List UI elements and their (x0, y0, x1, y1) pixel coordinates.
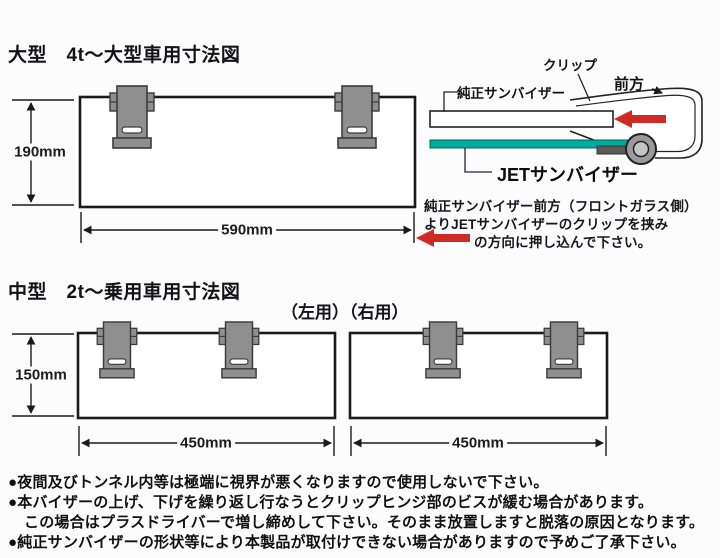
oem-label-leader (443, 91, 458, 112)
clip-side-view-inset (429, 73, 703, 173)
note-line-1: ●夜間及びトンネル内等は極端に視界が悪くなりますので使用しないで下さい。 (8, 474, 549, 491)
inset-step-line-3: の方向に押し込んで下さい。 (474, 235, 652, 250)
large-width-label: 590mm (218, 221, 276, 239)
medium-right-clip-2 (543, 321, 585, 379)
note-line-4: ●純正サンバイザーの形状等により本製品が取付けできない場合がありますので予めご了… (8, 534, 686, 551)
medium-height-label: 150mm (12, 366, 70, 384)
large-visor-clip-left (109, 85, 155, 149)
medium-left-clip-1 (96, 321, 138, 379)
large-visor-clip-right (334, 85, 380, 149)
medium-usage-label: （左用）（右用） (281, 303, 409, 322)
clip-label-leader (577, 73, 591, 102)
instruction-inline-arrow (416, 229, 470, 247)
medium-right-clip-1 (422, 321, 464, 379)
clip-inner-outline (575, 94, 696, 153)
medium-left-width-label: 450mm (177, 434, 235, 452)
large-section-title: 大型 4t～大型車用寸法図 (8, 45, 241, 66)
hinge-inner-circle (632, 140, 650, 158)
note-line-2: ●本バイザーの上げ、下げを繰り返し行なうとクリップヒンジ部のビスが緩む場合があり… (8, 494, 654, 511)
inset-front-label: 前方 (614, 76, 645, 93)
front-direction-arrow (651, 85, 663, 95)
clip-outer-outline (569, 87, 703, 159)
oem-visor-bar (429, 110, 614, 128)
medium-right-width-label: 450mm (449, 434, 507, 452)
note-line-3: この場合はプラスドライバーで増し締めして下さい。そのまま放置しますと脱落の原因と… (24, 514, 705, 531)
insert-direction-arrow (614, 110, 666, 128)
inset-jet-visor-label: JETサンバイザー (497, 165, 639, 185)
inset-oem-visor-label: 純正サンバイザー (457, 86, 565, 101)
jet-label-leader (464, 148, 492, 173)
inset-step-line-2: よりJETサンバイザーのクリップを挟み (424, 217, 669, 232)
medium-section-title: 中型 2t～乗用車用寸法図 (8, 282, 241, 303)
medium-left-clip-2 (218, 321, 260, 379)
inset-clip-label: クリップ (543, 58, 597, 73)
inset-step-line-1: 純正サンバイザー前方（フロントガラス側） (424, 199, 698, 214)
large-height-label: 190mm (11, 143, 69, 161)
